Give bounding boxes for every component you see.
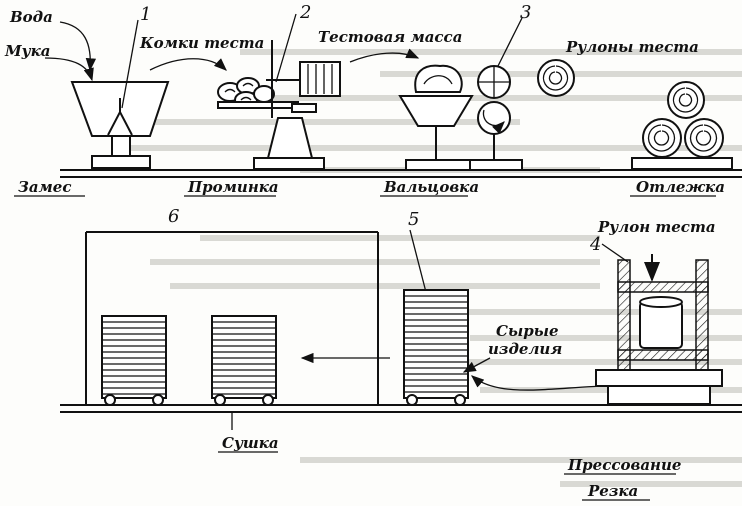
number-4: 4 (589, 234, 601, 255)
raw-products-stack (403, 289, 469, 406)
stage-pressing: Прессование (567, 456, 681, 474)
stage-resting: Отлежка (636, 178, 725, 196)
number-6: 6 (168, 206, 179, 227)
drying-stack-right (211, 315, 277, 406)
dough-roll-stack (537, 59, 733, 170)
dough-rolls-label: Рулоны теста (565, 38, 699, 56)
mass-arrow (349, 48, 420, 63)
lower-floor-line (60, 404, 742, 413)
rolling-machine (398, 17, 523, 171)
number-5-leader (409, 229, 429, 301)
raw-products-leader (462, 357, 491, 373)
drying-stack-left (101, 315, 167, 406)
number-3: 3 (520, 2, 531, 23)
number-5: 5 (408, 209, 419, 230)
stage-kneading: Проминка (187, 178, 279, 196)
dough-lumps-label: Комки теста (139, 34, 264, 52)
raw-products-label-line1: Сырые (496, 322, 559, 340)
stage-cutting: Резка (587, 482, 638, 500)
kneading-machine (217, 13, 341, 170)
mixer-machine (70, 19, 170, 169)
flour-label: Мука (4, 42, 50, 60)
raw-products-label-line2: изделия (488, 340, 562, 358)
drying-frame (85, 231, 379, 405)
water-arrow (59, 21, 97, 72)
dough-mass-label: Тестовая масса (318, 28, 462, 46)
number-2: 2 (299, 2, 311, 23)
number-1: 1 (140, 4, 151, 25)
press-to-stack-arrow (471, 375, 613, 391)
stage-drying: Сушка (222, 434, 279, 452)
upper-floor-line (60, 169, 742, 178)
number-4-leader (601, 243, 629, 263)
stage-mixing: Замес (18, 178, 71, 196)
lumps-arrow (149, 58, 227, 71)
stage-rolling: Вальцовка (383, 178, 479, 196)
dough-roll-label: Рулон теста (597, 218, 716, 236)
water-label: Вода (9, 8, 53, 26)
press-machine (595, 254, 723, 405)
flour-arrow (44, 57, 94, 82)
